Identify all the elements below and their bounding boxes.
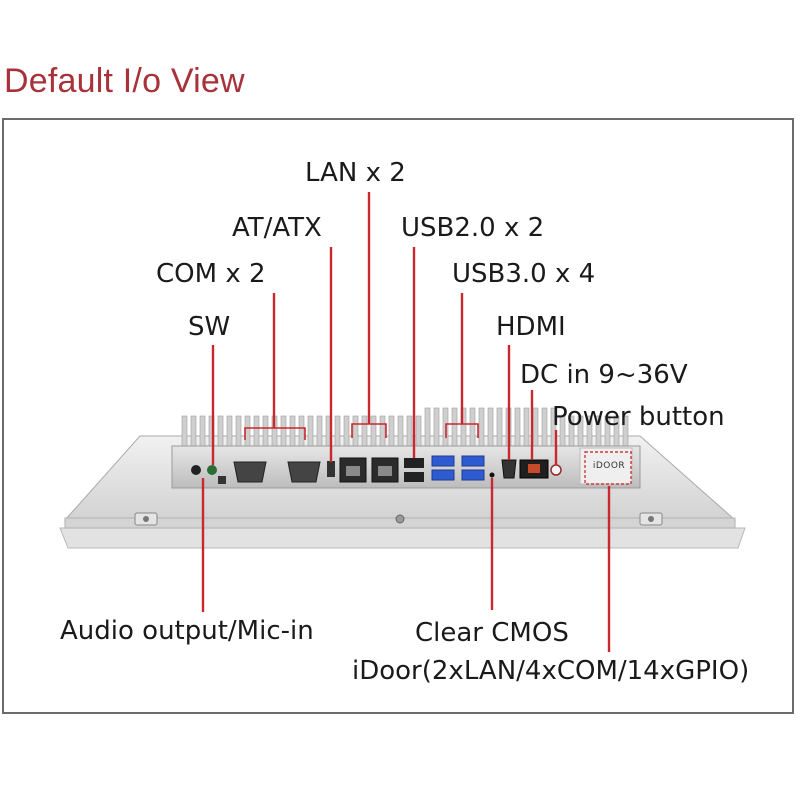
heatsink-fin — [487, 407, 494, 447]
label-idoor: iDoor(2xLAN/4xCOM/14xGPIO) — [352, 656, 750, 686]
label-power-button: Power button — [552, 402, 725, 432]
page-title: Default I/o View — [4, 62, 245, 100]
leader-lines — [201, 192, 611, 652]
heatsink-fin — [415, 415, 422, 447]
heatsink-fin — [496, 407, 503, 447]
heatsink-fin — [433, 407, 440, 447]
diagram-frame — [2, 118, 794, 714]
heatsink-fin — [235, 415, 242, 447]
heatsink-fin — [532, 407, 539, 447]
label-hdmi: HDMI — [496, 312, 566, 342]
heatsink-fin — [181, 415, 188, 447]
heatsink-fin — [388, 415, 395, 447]
heatsink-fin — [406, 415, 413, 447]
label-usb2: USB2.0 x 2 — [401, 213, 545, 243]
idoor-slot — [579, 447, 633, 485]
heatsink-fin — [307, 415, 314, 447]
heatsink-fin — [451, 407, 458, 447]
heatsink-fin — [199, 415, 206, 447]
heatsink-fin — [253, 415, 260, 447]
label-clear-cmos: Clear CMOS — [415, 618, 569, 648]
heatsink-fin — [298, 415, 305, 447]
heatsink-fin — [262, 415, 269, 447]
panel-bezel — [59, 527, 746, 549]
heatsink-fin — [334, 415, 341, 447]
label-usb3: USB3.0 x 4 — [452, 259, 596, 289]
heatsink-fin — [217, 415, 224, 447]
heatsink-fin — [478, 407, 485, 447]
heatsink-fin — [289, 415, 296, 447]
label-com: COM x 2 — [156, 259, 266, 289]
heatsink-fin — [424, 407, 431, 447]
heatsink-fin — [523, 407, 530, 447]
io-ports — [191, 455, 562, 484]
heatsink-fin — [469, 407, 476, 447]
heatsink-fin — [226, 415, 233, 447]
heatsink-fin — [370, 415, 377, 447]
label-audio: Audio output/Mic-in — [60, 616, 314, 646]
label-dc-in: DC in 9~36V — [520, 360, 688, 390]
idoor-logo: iDOOR — [592, 461, 626, 471]
heatsink-fin — [361, 415, 368, 447]
heatsink-fin — [316, 415, 323, 447]
label-lan: LAN x 2 — [305, 158, 406, 188]
heatsink-fin — [541, 407, 548, 447]
label-at-atx: AT/ATX — [232, 213, 322, 243]
heatsink-fin — [280, 415, 287, 447]
heatsink-fin — [343, 415, 350, 447]
heatsink-fin — [379, 415, 386, 447]
heatsink-fin — [190, 415, 197, 447]
heatsink-fin — [514, 407, 521, 447]
heatsink-fin — [352, 415, 359, 447]
heatsink-fin — [397, 415, 404, 447]
label-sw: SW — [188, 312, 231, 342]
